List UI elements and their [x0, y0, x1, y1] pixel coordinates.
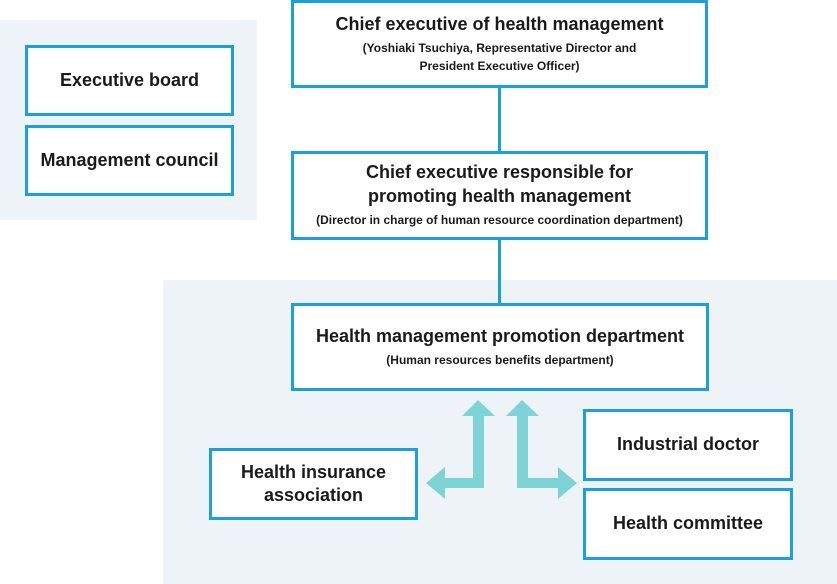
- promotion-department-title: Health management promotion department: [315, 325, 685, 346]
- chief-executive-subtitle: (Yoshiaki Tsuchiya, Representative Direc…: [363, 40, 637, 75]
- responsible-executive-subtitle: (Director in charge of human resource co…: [316, 213, 683, 228]
- health-committee-box: Health committee: [583, 488, 793, 560]
- chief-executive-subtitle-line2: President Executive Officer): [419, 58, 580, 73]
- left-double-arrow: [426, 400, 495, 499]
- industrial-doctor-box: Industrial doctor: [583, 409, 793, 481]
- responsible-executive-title-line1: Chief executive responsible for: [365, 162, 634, 183]
- responsible-executive-title: Chief executive responsible for promotin…: [366, 161, 633, 208]
- health-insurance-title-line2: association: [263, 485, 364, 505]
- connector-middle: [498, 238, 501, 305]
- chief-executive-subtitle-line1: (Yoshiaki Tsuchiya, Representative Direc…: [362, 41, 637, 56]
- health-insurance-title: Health insurance association: [241, 461, 386, 508]
- responsible-executive-title-line2: promoting health management: [367, 185, 632, 206]
- health-committee-title: Health committee: [612, 513, 764, 534]
- executive-board-box: Executive board: [25, 45, 234, 116]
- health-insurance-box: Health insurance association: [209, 448, 418, 520]
- industrial-doctor-title: Industrial doctor: [616, 434, 759, 455]
- right-double-arrow: [506, 400, 577, 499]
- management-council-box: Management council: [25, 125, 234, 196]
- promotion-department-subtitle: (Human resources benefits department): [386, 353, 614, 367]
- chief-executive-box: Chief executive of health management (Yo…: [291, 0, 708, 88]
- health-insurance-title-line1: Health insurance: [240, 461, 387, 482]
- chief-executive-title: Chief executive of health management: [335, 13, 664, 34]
- responsible-executive-box: Chief executive responsible for promotin…: [291, 151, 708, 240]
- promotion-department-box: Health management promotion department (…: [291, 303, 709, 391]
- connector-top: [498, 87, 501, 153]
- executive-board-label: Executive board: [59, 69, 200, 90]
- management-council-label: Management council: [40, 149, 219, 170]
